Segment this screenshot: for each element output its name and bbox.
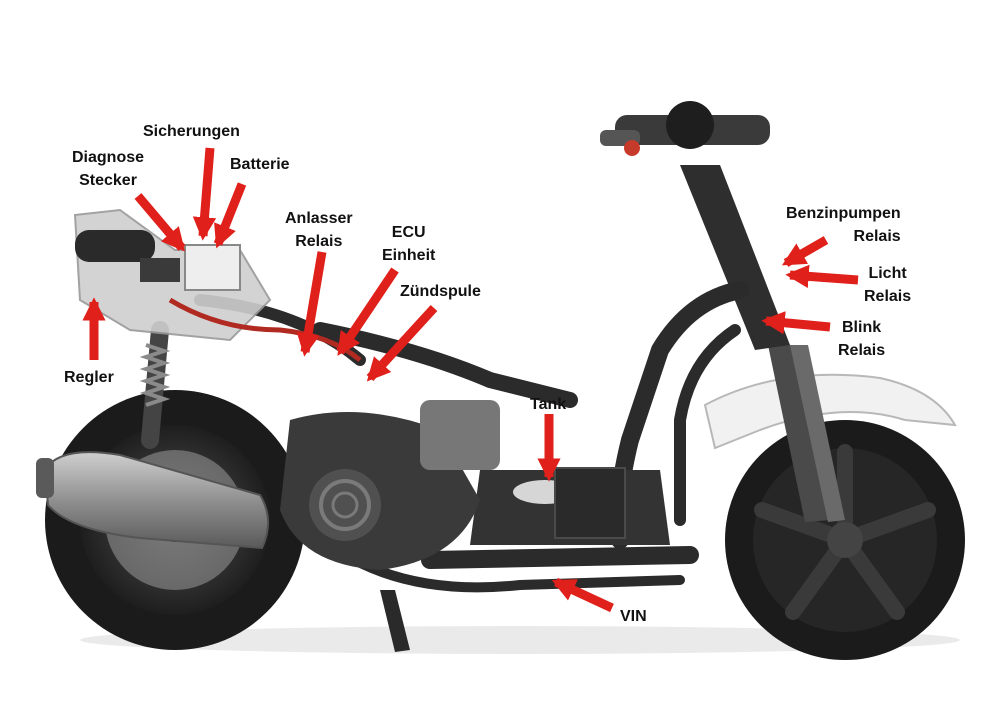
- ground-shadow: [80, 626, 960, 654]
- arrow-sicherungen: [192, 147, 217, 241]
- label-benzinpumpen-relais: Benzinpumpen Relais: [786, 205, 901, 245]
- label-batterie: Batterie: [230, 156, 290, 173]
- label-zuendspule: Zündspule: [400, 283, 481, 300]
- arrow-blink-relais: [761, 311, 831, 335]
- label-blink-relais: Blink Relais: [838, 319, 886, 359]
- annotation-arrows: [82, 147, 859, 613]
- front-fork: [768, 345, 845, 522]
- arrow-vin: [551, 577, 614, 613]
- arrow-benzinpumpen-relais: [781, 236, 829, 267]
- label-ecu-einheit: ECU Einheit: [382, 224, 436, 264]
- rear-shock: [139, 321, 171, 449]
- label-sicherungen: Sicherungen: [143, 123, 240, 140]
- muffler: [36, 451, 269, 550]
- arrow-zuendspule: [366, 304, 438, 382]
- arrow-diagnose-stecker: [134, 193, 186, 252]
- rear-electronics: [73, 208, 362, 362]
- kickstand: [380, 590, 410, 652]
- arrow-licht-relais: [785, 264, 859, 289]
- arrow-anlasser-relais: [296, 251, 327, 357]
- arrow-batterie: [213, 182, 247, 249]
- engine: [280, 400, 500, 570]
- label-anlasser-relais: Anlasser Relais: [285, 210, 353, 250]
- fuel-tank: [470, 467, 670, 545]
- label-licht-relais: Licht Relais: [864, 265, 912, 305]
- label-vin: VIN: [620, 608, 647, 625]
- label-regler: Regler: [64, 369, 114, 386]
- label-diagnose-stecker: Diagnose Stecker: [72, 149, 145, 189]
- arrow-ecu-einheit: [336, 267, 399, 356]
- front-wheel: [725, 420, 965, 660]
- label-tank: Tank: [530, 396, 567, 413]
- handlebar: [600, 101, 790, 350]
